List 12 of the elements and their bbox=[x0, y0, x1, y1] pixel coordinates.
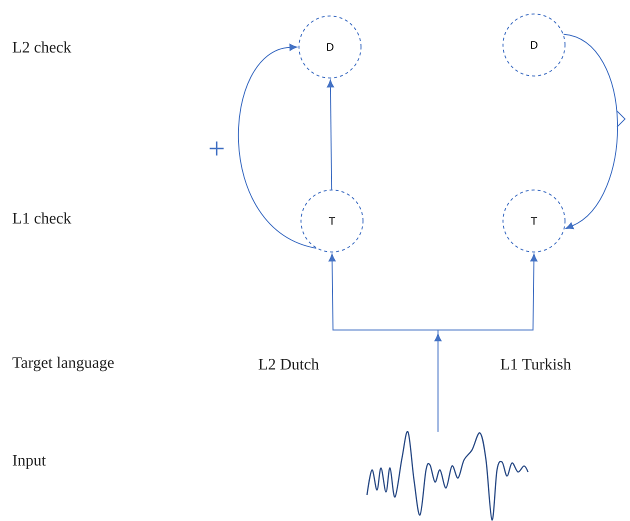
row-label: Input bbox=[12, 455, 46, 469]
row-label: Target language bbox=[12, 356, 114, 372]
plus-sign: + bbox=[210, 142, 224, 156]
row-label: L2 Dutch bbox=[258, 358, 319, 370]
row-label: L2 check bbox=[12, 41, 72, 53]
waveform-drawing bbox=[366, 431, 529, 521]
arrow bbox=[563, 34, 626, 230]
arrow bbox=[238, 44, 317, 249]
row-label: L1 check bbox=[12, 212, 72, 224]
row-label: L1 Turkish bbox=[500, 358, 571, 370]
arrow bbox=[326, 80, 334, 190]
arrow bbox=[438, 254, 538, 432]
